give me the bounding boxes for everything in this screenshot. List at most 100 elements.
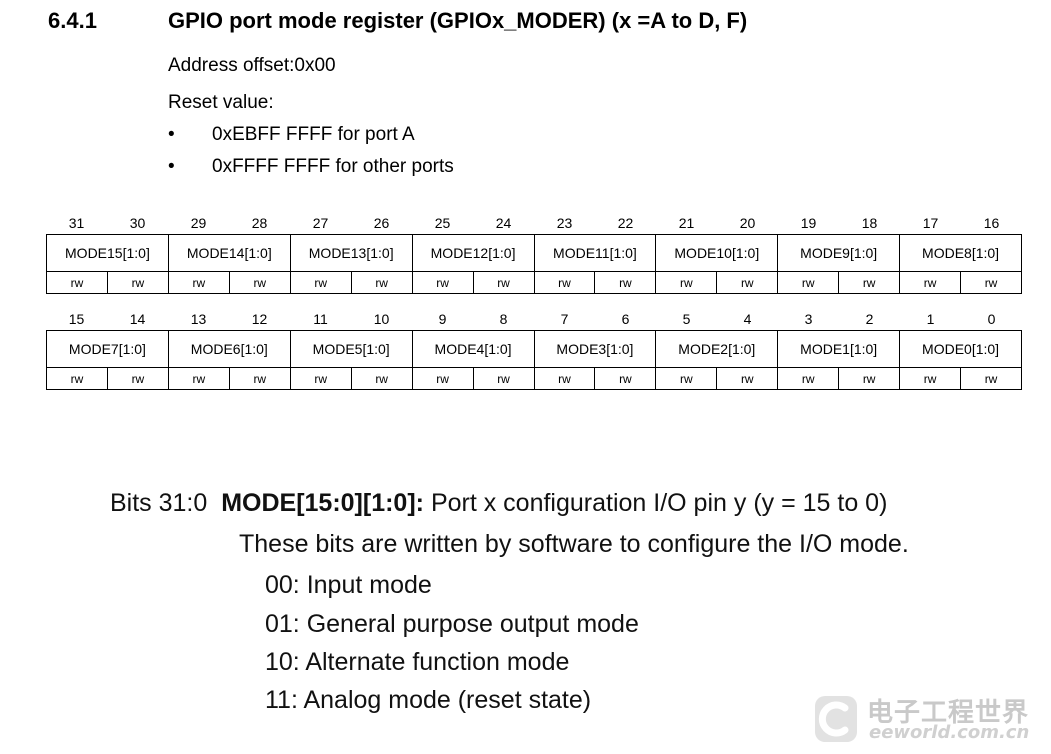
bit-number: 11 — [313, 311, 328, 327]
access-cell: rw — [106, 367, 169, 390]
register-upper-half: 31 30 29 28 27 26 25 24 23 22 21 20 19 18 17 16 MODE15[… — [46, 212, 1022, 294]
bit-number: 18 — [861, 215, 878, 231]
access-cell: rw — [716, 271, 779, 294]
description-line: These bits are written by software to co… — [239, 530, 909, 558]
bit-number: 20 — [739, 215, 756, 231]
bit-number: 2 — [865, 311, 874, 327]
register-field: MODE7[1:0] — [46, 330, 169, 368]
bit-number: 5 — [682, 311, 691, 327]
register-field: MODE12[1:0] — [411, 234, 535, 272]
register-field: MODE4[1:0] — [411, 330, 535, 368]
register-field: MODE8[1:0] — [899, 234, 1022, 272]
bit-number: 13 — [190, 311, 207, 327]
register-field: MODE3[1:0] — [533, 330, 657, 368]
bit-number: 26 — [373, 215, 390, 231]
register-field: MODE1[1:0] — [777, 330, 901, 368]
access-cell: rw — [960, 271, 1022, 294]
access-cell: rw — [899, 367, 962, 390]
bit-number: 16 — [983, 215, 1000, 231]
access-cell: rw — [167, 271, 230, 294]
mode-01: 01: General purpose output mode — [265, 610, 639, 638]
bit-number: 29 — [190, 215, 207, 231]
mode-10: 10: Alternate function mode — [265, 648, 570, 676]
access-cell: rw — [655, 367, 718, 390]
register-field: MODE11[1:0] — [533, 234, 657, 272]
field-summary: Port x configuration I/O pin y (y = 15 t… — [430, 489, 888, 517]
access-cell: rw — [289, 367, 352, 390]
bit-number: 22 — [617, 215, 634, 231]
bits-range: Bits 31:0 — [110, 489, 208, 517]
reset-bullet-other: •0xFFFF FFFF for other ports — [168, 156, 454, 177]
access-cell: rw — [228, 271, 291, 294]
bit-number: 27 — [312, 215, 329, 231]
access-cell: rw — [289, 271, 352, 294]
register-field: MODE2[1:0] — [655, 330, 779, 368]
access-cell: rw — [777, 271, 840, 294]
access-cell: rw — [533, 367, 596, 390]
access-cell: rw — [46, 367, 108, 390]
access-cell: rw — [777, 367, 840, 390]
access-cell: rw — [960, 367, 1022, 390]
register-field: MODE10[1:0] — [655, 234, 779, 272]
watermark-site: eeworld.com.cn — [869, 722, 1030, 743]
watermark-chinese: 电子工程世界 — [867, 698, 1030, 728]
bit-number: 17 — [922, 215, 939, 231]
bit-number: 1 — [926, 311, 935, 327]
bits-description: Bits 31:0 MODE[15:0][1:0]: Port x config… — [110, 489, 887, 518]
access-cell: rw — [533, 271, 596, 294]
register-table-upper: MODE15[1:0]MODE14[1:0]MODE13[1:0]MODE12[… — [46, 234, 1022, 294]
access-cell: rw — [106, 271, 169, 294]
section-title: GPIO port mode register (GPIOx_MODER) (x… — [168, 8, 748, 33]
bit-number: 28 — [251, 215, 268, 231]
bit-number: 12 — [251, 311, 268, 327]
register-field: MODE9[1:0] — [777, 234, 901, 272]
register-field: MODE13[1:0] — [289, 234, 413, 272]
access-cell: rw — [838, 367, 901, 390]
access-cell: rw — [594, 271, 657, 294]
bit-number: 23 — [556, 215, 573, 231]
access-cell: rw — [350, 271, 413, 294]
access-cell: rw — [594, 367, 657, 390]
mode-11: 11: Analog mode (reset state) — [265, 686, 592, 714]
bit-number: 4 — [743, 311, 752, 327]
access-cell: rw — [472, 367, 535, 390]
bit-number: 9 — [438, 311, 447, 327]
bit-number: 25 — [434, 215, 451, 231]
access-cell: rw — [228, 367, 291, 390]
bullet-icon: • — [168, 156, 175, 177]
access-cell: rw — [167, 367, 230, 390]
bit-number: 6 — [621, 311, 630, 327]
mode-00: 00: Input mode — [265, 571, 432, 599]
eeworld-watermark: 电子工程世界 eeworld.com.cn — [813, 690, 1043, 748]
bullet-icon: • — [168, 124, 175, 145]
bit-number: 14 — [129, 311, 146, 327]
bit-number: 8 — [499, 311, 508, 327]
register-field: MODE0[1:0] — [899, 330, 1022, 368]
access-cell: rw — [716, 367, 779, 390]
register-table-lower: MODE7[1:0]MODE6[1:0]MODE5[1:0]MODE4[1:0]… — [46, 330, 1022, 390]
access-cell: rw — [655, 271, 718, 294]
bit-number: 24 — [495, 215, 512, 231]
bit-number: 10 — [373, 311, 390, 327]
bit-number: 31 — [68, 215, 85, 231]
access-cell: rw — [472, 271, 535, 294]
field-name: MODE[15:0][1:0]: — [221, 489, 424, 517]
reset-value-label: Reset value: — [168, 92, 274, 113]
upper-bit-numbers: 31 30 29 28 27 26 25 24 23 22 21 20 19 18 17 16 — [46, 212, 1022, 234]
bit-number: 15 — [68, 311, 85, 327]
bit-number: 0 — [987, 311, 996, 327]
reset-bullet-port-a: •0xEBFF FFFF for port A — [168, 124, 415, 145]
address-offset: Address offset:0x00 — [168, 55, 336, 76]
access-cell: rw — [350, 367, 413, 390]
access-cell: rw — [46, 271, 108, 294]
eeworld-logo-icon — [815, 696, 857, 742]
bit-number: 21 — [678, 215, 695, 231]
bit-number: 19 — [800, 215, 817, 231]
access-cell: rw — [838, 271, 901, 294]
register-field: MODE15[1:0] — [46, 234, 169, 272]
bit-number: 30 — [129, 215, 146, 231]
register-field: MODE5[1:0] — [289, 330, 413, 368]
register-field: MODE6[1:0] — [167, 330, 291, 368]
